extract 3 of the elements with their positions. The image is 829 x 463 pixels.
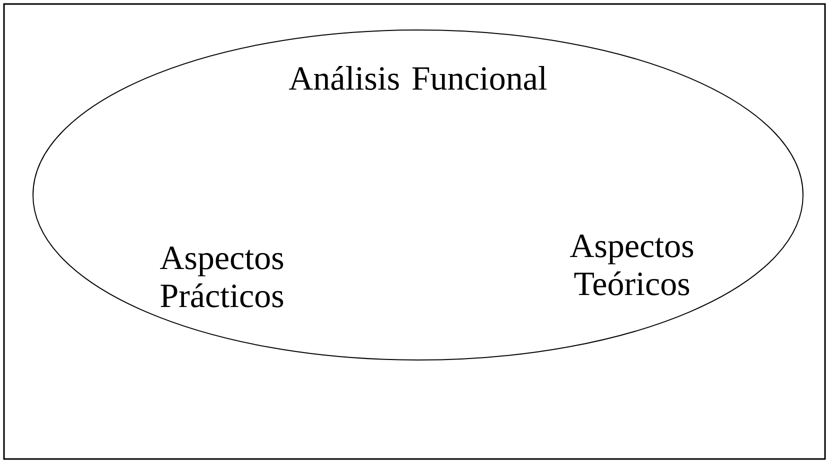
label-text: Aspectos Prácticos [160,246,284,308]
heading: Análisis Funcional [288,66,547,90]
label-text: Aspectos Teóricos [570,234,694,296]
